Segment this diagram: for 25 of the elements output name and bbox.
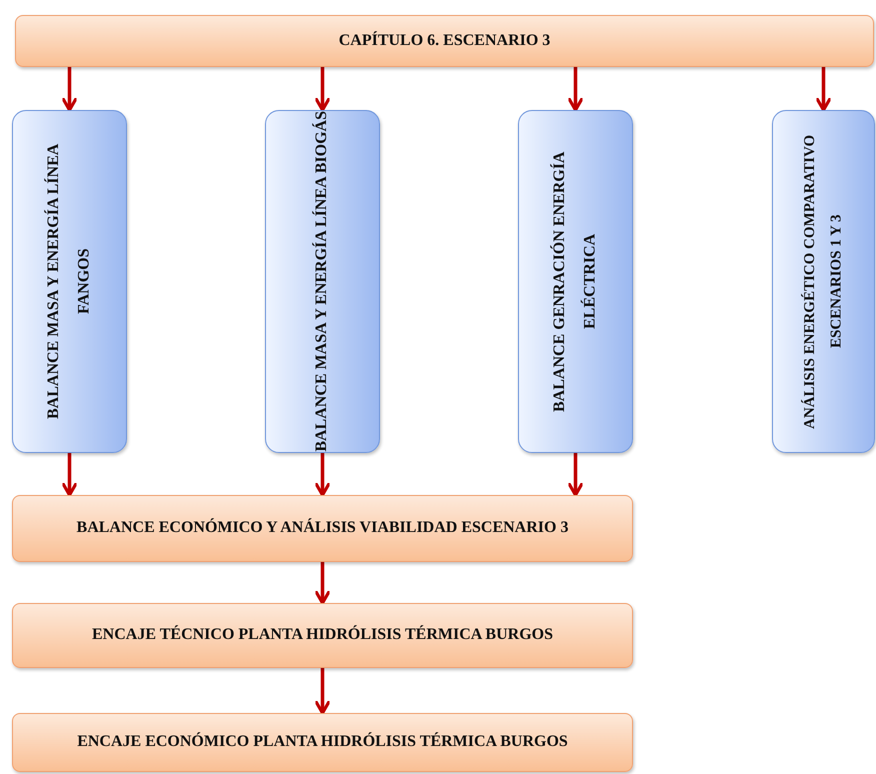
process-box [518, 110, 633, 453]
process-box [12, 495, 633, 562]
box-label: BALANCE MASA Y ENERGÍA LÍNEA FANGOS [44, 142, 94, 422]
arrow [60, 67, 78, 112]
arrow [314, 67, 332, 112]
process-box [12, 110, 127, 453]
box-label: ENCAJE TÉCNICO PLANTA HIDRÓLISIS TÉRMICA BURGOS [92, 625, 553, 646]
process-box [15, 15, 874, 67]
arrow [314, 668, 332, 715]
process-box [12, 713, 633, 772]
box-label: ANÁLISIS ENERGÉTICO COMPARATIVO ESCENARIOS 1 Y 3 [800, 133, 846, 431]
arrow [566, 67, 584, 112]
box-label: BALANCE MASA Y ENERGÍA LÍNEA BIOGÁS [312, 111, 332, 452]
box-label: BALANCE ECONÓMICO Y ANÁLISIS VIABILIDAD ESCENARIO 3 [76, 518, 568, 538]
box-label: CAPÍTULO 6. ESCENARIO 3 [338, 30, 550, 51]
box-label: ENCAJE ECONÓMICO PLANTA HIDRÓLISIS TÉRMICA BURGOS [77, 732, 568, 752]
arrow [314, 453, 332, 497]
arrow [60, 453, 78, 497]
process-box [772, 110, 875, 453]
arrow [314, 562, 332, 605]
arrow [566, 453, 584, 497]
box-label: BALANCE GENRACIÓN ENERGÍA ELÉCTRICA [550, 150, 600, 414]
process-box [265, 110, 380, 453]
arrow [814, 67, 832, 112]
process-box [12, 603, 633, 668]
